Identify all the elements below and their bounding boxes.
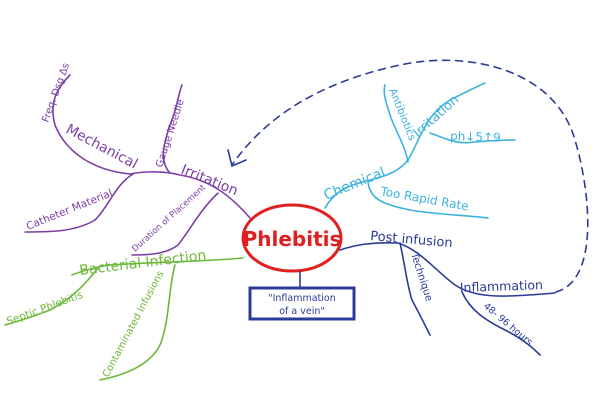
technique-label: Technique bbox=[408, 251, 434, 303]
irritation-label: Irritation bbox=[179, 162, 241, 199]
hours-label: 48- 96 hours bbox=[481, 301, 534, 348]
inflammation-label: Inflammation bbox=[460, 277, 544, 295]
post-infusion-label: Post infusion bbox=[370, 229, 454, 251]
gauge-needle-label: Gauge Needle bbox=[154, 98, 186, 169]
center-node: Phlebitis "Inflammation of a vein" bbox=[241, 203, 356, 321]
definition-line-1: "Inflammation bbox=[268, 293, 336, 304]
chemical-branch: Chemical Irritation Antibiotics ph↓5↑9 T… bbox=[322, 82, 516, 219]
arrowhead-icon bbox=[227, 149, 247, 168]
antibiotics-label: Antibiotics bbox=[386, 87, 418, 143]
chemical-label: Chemical bbox=[322, 165, 388, 204]
definition-line-2: of a vein" bbox=[279, 306, 325, 317]
freq-dsg-label: Freq. Dsg Δs bbox=[40, 62, 72, 124]
post-infusion-branch: Post infusion Technique Inflammation 48-… bbox=[339, 229, 556, 356]
definition-box bbox=[248, 286, 356, 321]
center-label: Phlebitis bbox=[243, 227, 342, 251]
bacterial-branch: Bacterial Infection Septic Phlebitis Con… bbox=[4, 248, 244, 381]
septic-phlebitis-label: Septic Phlebitis bbox=[5, 289, 85, 328]
irritation-branch: Irritation Mechanical Freq. Dsg Δs Gauge… bbox=[24, 62, 251, 256]
too-rapid-rate-label: Too Rapid Rate bbox=[378, 184, 469, 213]
mechanical-label: Mechanical bbox=[63, 121, 140, 172]
bacterial-infection-label: Bacterial Infection bbox=[79, 248, 208, 279]
dashed-feedback-arrow bbox=[231, 59, 589, 293]
contaminated-infusions-label: Contaminated Infusions bbox=[101, 269, 167, 379]
catheter-material-label: Catheter Material bbox=[25, 187, 115, 233]
ph-label: ph↓5↑9 bbox=[450, 129, 501, 145]
